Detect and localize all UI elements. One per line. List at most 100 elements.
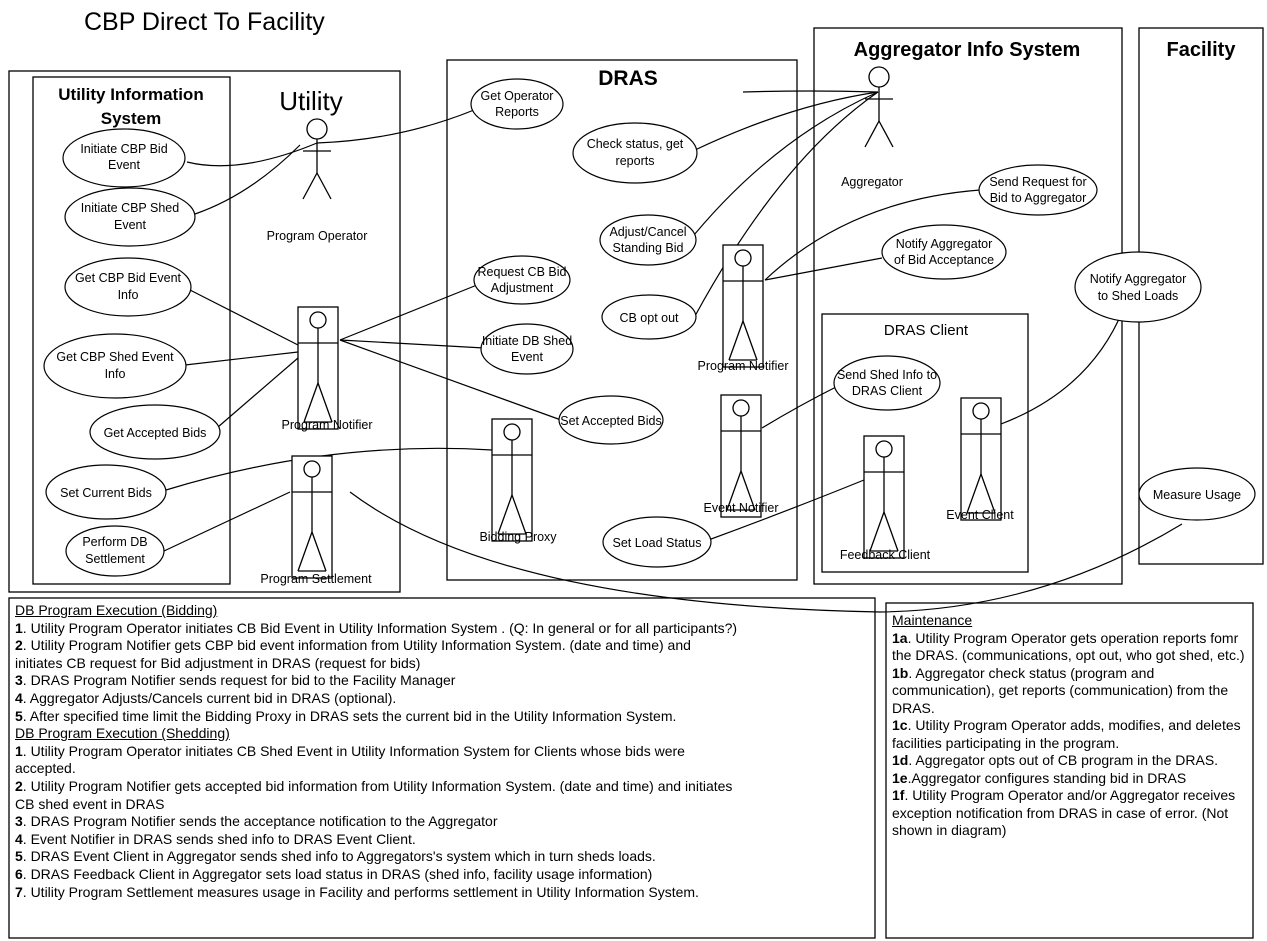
shedding-step: 6. DRAS Feedback Client in Aggregator se… (15, 865, 653, 882)
edge-notifier-set-accepted (339, 339, 562, 421)
use-case-perform-db-settlement (65, 525, 165, 577)
edge-eventclient-notify-shed (1000, 309, 1124, 425)
maintenance-item: 1b. Aggregator check status (program and… (892, 664, 1229, 716)
use-case-send-request-for-bid (978, 164, 1098, 216)
uc-label-notify-shed-1: Notify Aggregator (1090, 272, 1187, 286)
uc-label-initiate-bid-1: Initiate CBP Bid (80, 142, 167, 156)
maintenance-item: 1f. Utility Program Operator and/or Aggr… (892, 787, 1236, 838)
edge-proxy-set-current (165, 447, 493, 491)
maintenance-notes: Maintenance 1a. Utility Program Operator… (892, 612, 1247, 840)
uc-label-initiate-bid-2: Event (108, 158, 140, 172)
uc-label-notify-shed-2: to Shed Loads (1098, 289, 1179, 303)
notes-execution-box (8, 597, 876, 939)
shedding-step: 7. Utility Program Settlement measures u… (15, 883, 699, 900)
edge-notifier-initiate-shed (339, 339, 485, 349)
use-case-set-accepted-bids (558, 395, 664, 445)
uc-label-send-shed-info-2: DRAS Client (852, 384, 923, 398)
svg-text:Feedback Client: Feedback Client (840, 548, 931, 562)
edge-aggregator-check (694, 91, 879, 151)
uc-label-perform-db-1: Perform DB (82, 535, 147, 549)
uc-label-initiate-shed-1: Initiate CBP Shed (81, 201, 179, 215)
shedding-step: 1. Utility Program Operator initiates CB… (15, 742, 685, 759)
use-case-cb-opt-out (601, 294, 697, 340)
utility-label: Utility (279, 86, 343, 116)
uc-label-notify-acceptance-2: of Bid Acceptance (894, 253, 994, 267)
actor-event-notifier: Event Notifier (703, 394, 779, 518)
edge-aggregator-operator-reports (742, 90, 879, 93)
edge-operator-reports (316, 109, 475, 144)
shedding-step: CB shed event in DRAS (15, 795, 165, 812)
bidding-step: 1. Utility Program Operator initiates CB… (15, 619, 738, 636)
use-case-get-cbp-shed-event-info (43, 333, 187, 399)
uc-label-send-shed-info-1: Send Shed Info to (837, 368, 937, 382)
uc-label-adjust-cancel-1: Adjust/Cancel (609, 225, 686, 239)
edge-notifier-get-accepted (217, 357, 299, 428)
shedding-step: 4. Event Notifier in DRAS sends shed inf… (15, 830, 416, 847)
uc-label-perform-db-2: Settlement (85, 552, 145, 566)
uc-label-set-accepted-bids: Set Accepted Bids (560, 414, 661, 428)
uc-label-adjust-cancel-2: Standing Bid (613, 241, 684, 255)
uc-label-get-accepted-bids: Get Accepted Bids (104, 426, 207, 440)
dras-client-box (821, 313, 1029, 573)
uc-label-cb-opt-out: CB opt out (619, 311, 679, 325)
shedding-step: accepted. (15, 760, 76, 777)
use-case-get-operator-reports (470, 78, 564, 130)
svg-text:Bidding Proxy: Bidding Proxy (479, 530, 557, 544)
uc-label-get-shed-info-1: Get CBP Shed Event (56, 350, 174, 364)
facility-title: Facility (1167, 39, 1237, 61)
use-case-request-cb-bid-adjustment (473, 255, 571, 305)
svg-text:Program Settlement: Program Settlement (260, 572, 372, 586)
bidding-step: 2. Utility Program Notifier gets CBP bid… (15, 637, 691, 654)
edge-notifier-request-adjust (339, 284, 478, 341)
actor-event-client: Event Client (946, 397, 1014, 522)
uc-label-initiate-shed-2: Event (114, 218, 146, 232)
utility-boundary (8, 70, 401, 593)
utility-info-system-title-2: System (101, 109, 161, 128)
uc-label-get-bid-info-2: Info (118, 288, 139, 302)
uc-label-send-request-2: Bid to Aggregator (990, 191, 1087, 205)
utility-info-system-title-1: Utility Information (58, 85, 203, 104)
uc-label-operator-reports-1: Get Operator (481, 89, 554, 103)
uc-label-set-current-bids: Set Current Bids (60, 486, 152, 500)
edge-notifier-get-bid-info (189, 289, 299, 346)
connections (163, 90, 1183, 613)
edge-dnotifier-send-request (764, 189, 981, 281)
svg-text:Event Client: Event Client (946, 508, 1014, 522)
actor-program-settlement: Program Settlement (260, 455, 372, 586)
bidding-step: initiates CB request for Bid adjustment … (15, 654, 421, 671)
use-case-set-load-status (602, 516, 712, 568)
use-case-send-shed-info (833, 355, 941, 411)
edge-settlement-perform (163, 491, 291, 552)
uc-label-operator-reports-2: Reports (495, 105, 539, 119)
shedding-step: 3. DRAS Program Notifier sends the accep… (15, 813, 498, 830)
actor-feedback-client: Feedback Client (840, 435, 931, 562)
use-case-get-accepted-bids (89, 404, 221, 460)
uc-label-initiate-db-1: Initiate DB Shed (482, 334, 572, 348)
edge-aggregator-optout (694, 91, 879, 317)
use-case-check-status (572, 122, 698, 184)
uc-label-set-load-status: Set Load Status (613, 536, 702, 550)
bidding-header: DB Program Execution (Bidding) (15, 602, 218, 618)
edge-aggregator-adjust (684, 91, 879, 247)
shedding-step: 5. DRAS Event Client in Aggregator sends… (15, 848, 656, 865)
uc-label-notify-acceptance-1: Notify Aggregator (896, 237, 993, 251)
use-case-notify-bid-acceptance (881, 224, 1007, 280)
use-case-notify-shed-loads (1074, 251, 1202, 323)
use-case-initiate-cbp-shed-event (64, 187, 196, 247)
edge-dnotifier-notify-acceptance (764, 257, 883, 281)
uc-label-measure-usage: Measure Usage (1153, 488, 1241, 502)
dras-box (446, 59, 798, 581)
svg-text:Aggregator: Aggregator (841, 175, 903, 189)
uc-label-check-status-1: Check status, get (587, 137, 684, 151)
aggregator-info-system-title: Aggregator Info System (854, 39, 1081, 61)
maintenance-header: Maintenance (892, 612, 973, 628)
use-case-measure-usage (1138, 467, 1256, 521)
uc-label-send-request-1: Send Request for (989, 175, 1086, 189)
page-title: CBP Direct To Facility (84, 8, 325, 36)
uc-label-check-status-2: reports (616, 154, 655, 168)
uc-label-get-shed-info-2: Info (105, 367, 126, 381)
notes-maintenance-box (885, 602, 1254, 939)
svg-text:Event Notifier: Event Notifier (703, 501, 778, 515)
svg-text:Program Operator: Program Operator (267, 229, 368, 243)
uc-label-request-adjust-2: Adjustment (491, 281, 554, 295)
